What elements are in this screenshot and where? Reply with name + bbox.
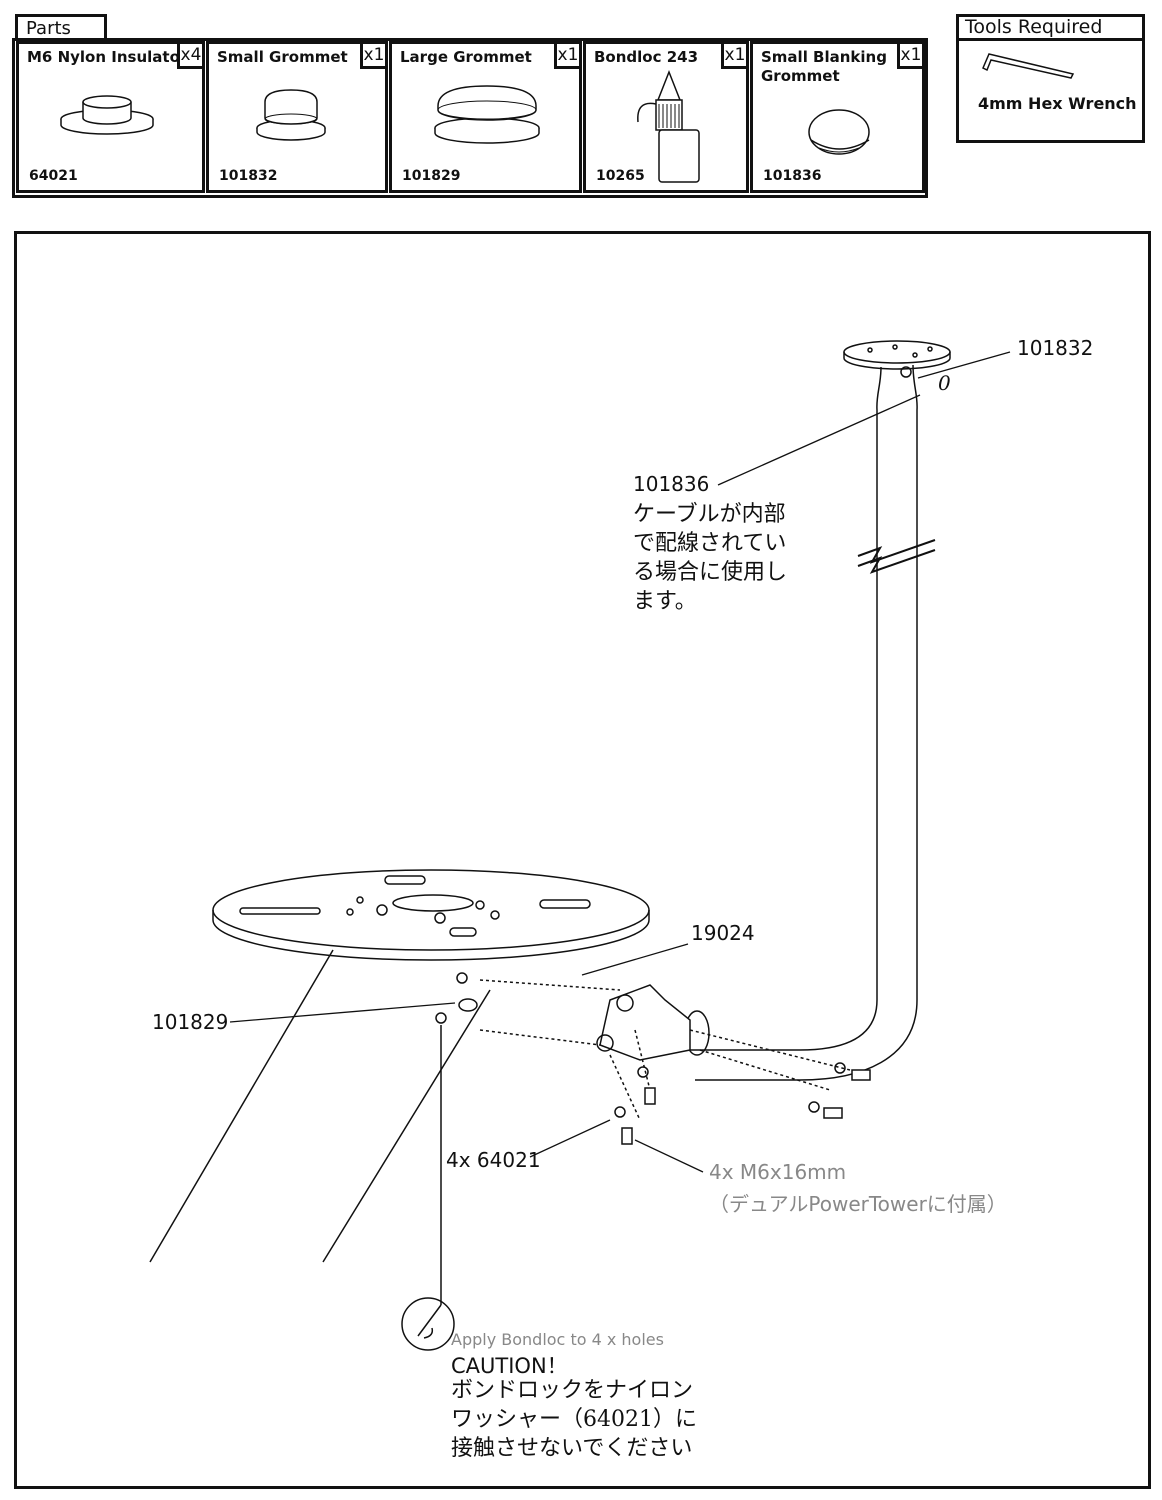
callout-top-grommet: 101832 (1017, 336, 1094, 360)
part-card-nylon-insulator: M6 Nylon Insulator x4 64021 (16, 41, 205, 193)
part-code: 64021 (29, 168, 78, 184)
part-name: M6 Nylon Insulator (27, 48, 188, 66)
vertical-pole (876, 364, 918, 1000)
note-line: で配線されてい (633, 531, 787, 556)
base-plate (212, 869, 650, 961)
tools-required-title: Tools Required (959, 14, 1142, 41)
blanking-grommet-note: ケーブルが内部 で配線されてい る場合に使用し ます。 (633, 500, 787, 616)
part-name-line2: Grommet (761, 67, 840, 85)
caution-line: ボンドロックをナイロン (451, 1378, 694, 1403)
part-qty: x1 (360, 41, 388, 69)
callout-bolts: 4x M6x16mm (709, 1160, 847, 1184)
part-card-blanking-grommet: Small Blanking Grommet x1 101836 (750, 41, 925, 193)
bondloc-apply-label: Apply Bondloc to 4 x holes (451, 1330, 664, 1349)
svg-text:0: 0 (938, 371, 951, 395)
m6-bolts (614, 1062, 871, 1145)
part-qty: x1 (897, 41, 925, 69)
tools-required-frame (956, 14, 1145, 143)
part-name: Small Blanking Grommet (761, 48, 887, 86)
part-name: Small Grommet (217, 48, 348, 66)
large-grommet-icon (434, 85, 540, 144)
part-code: 101829 (402, 168, 461, 184)
part-name: Large Grommet (400, 48, 532, 66)
parts-list-frame (12, 38, 928, 198)
tube-bracket (599, 984, 691, 1061)
part-qty: x1 (721, 41, 749, 69)
caution-title: CAUTION！ (451, 1354, 568, 1378)
small-grommet-icon (256, 89, 326, 141)
pole-bend (690, 999, 878, 1051)
callout-bolts-note: （デュアルPowerTowerに付属） (709, 1192, 1007, 1216)
blanking-grommet-icon (808, 109, 870, 155)
hex-wrench-icon (982, 53, 1075, 79)
part-card-bondloc: Bondloc 243 x1 10265 (583, 41, 749, 193)
part-name: Bondloc 243 (594, 48, 699, 66)
top-mounting-plate (843, 340, 951, 370)
callout-insulators: 4x 64021 (446, 1148, 541, 1172)
part-name-line1: Small Blanking (761, 48, 887, 66)
caution-note: ボンドロックをナイロン ワッシャー（64021）に 接触させないでください (451, 1376, 697, 1463)
part-card-large-grommet: Large Grommet x1 101829 (389, 41, 582, 193)
assembly-diagram-frame (14, 231, 1151, 1489)
caution-line: ワッシャー（64021）に (451, 1407, 697, 1432)
break-mark (857, 539, 936, 564)
parts-list-title: Parts List (15, 14, 107, 63)
insulator-washer (456, 972, 468, 984)
part-code: 101836 (763, 168, 822, 184)
callout-large-grommet: 101829 (152, 1010, 229, 1034)
part-code: 101832 (219, 168, 278, 184)
callout-tube: 19024 (691, 921, 755, 945)
part-code: 10265 (596, 168, 645, 184)
note-line: ケーブルが内部 (633, 502, 786, 527)
part-qty: x4 (177, 41, 205, 69)
note-line: ます。 (633, 589, 697, 614)
note-line: る場合に使用し (633, 560, 788, 585)
caution-line: 接触させないでください (451, 1436, 693, 1461)
part-card-small-grommet: Small Grommet x1 101832 (206, 41, 388, 193)
callout-blanking-grommet: 101836 (633, 472, 710, 496)
bondloc-drop-icon (401, 1297, 455, 1351)
part-qty: x1 (554, 41, 582, 69)
nylon-insulator-icon (60, 95, 154, 135)
bondloc-bottle-icon (637, 69, 700, 183)
hex-wrench-label: 4mm Hex Wrench (978, 94, 1137, 113)
